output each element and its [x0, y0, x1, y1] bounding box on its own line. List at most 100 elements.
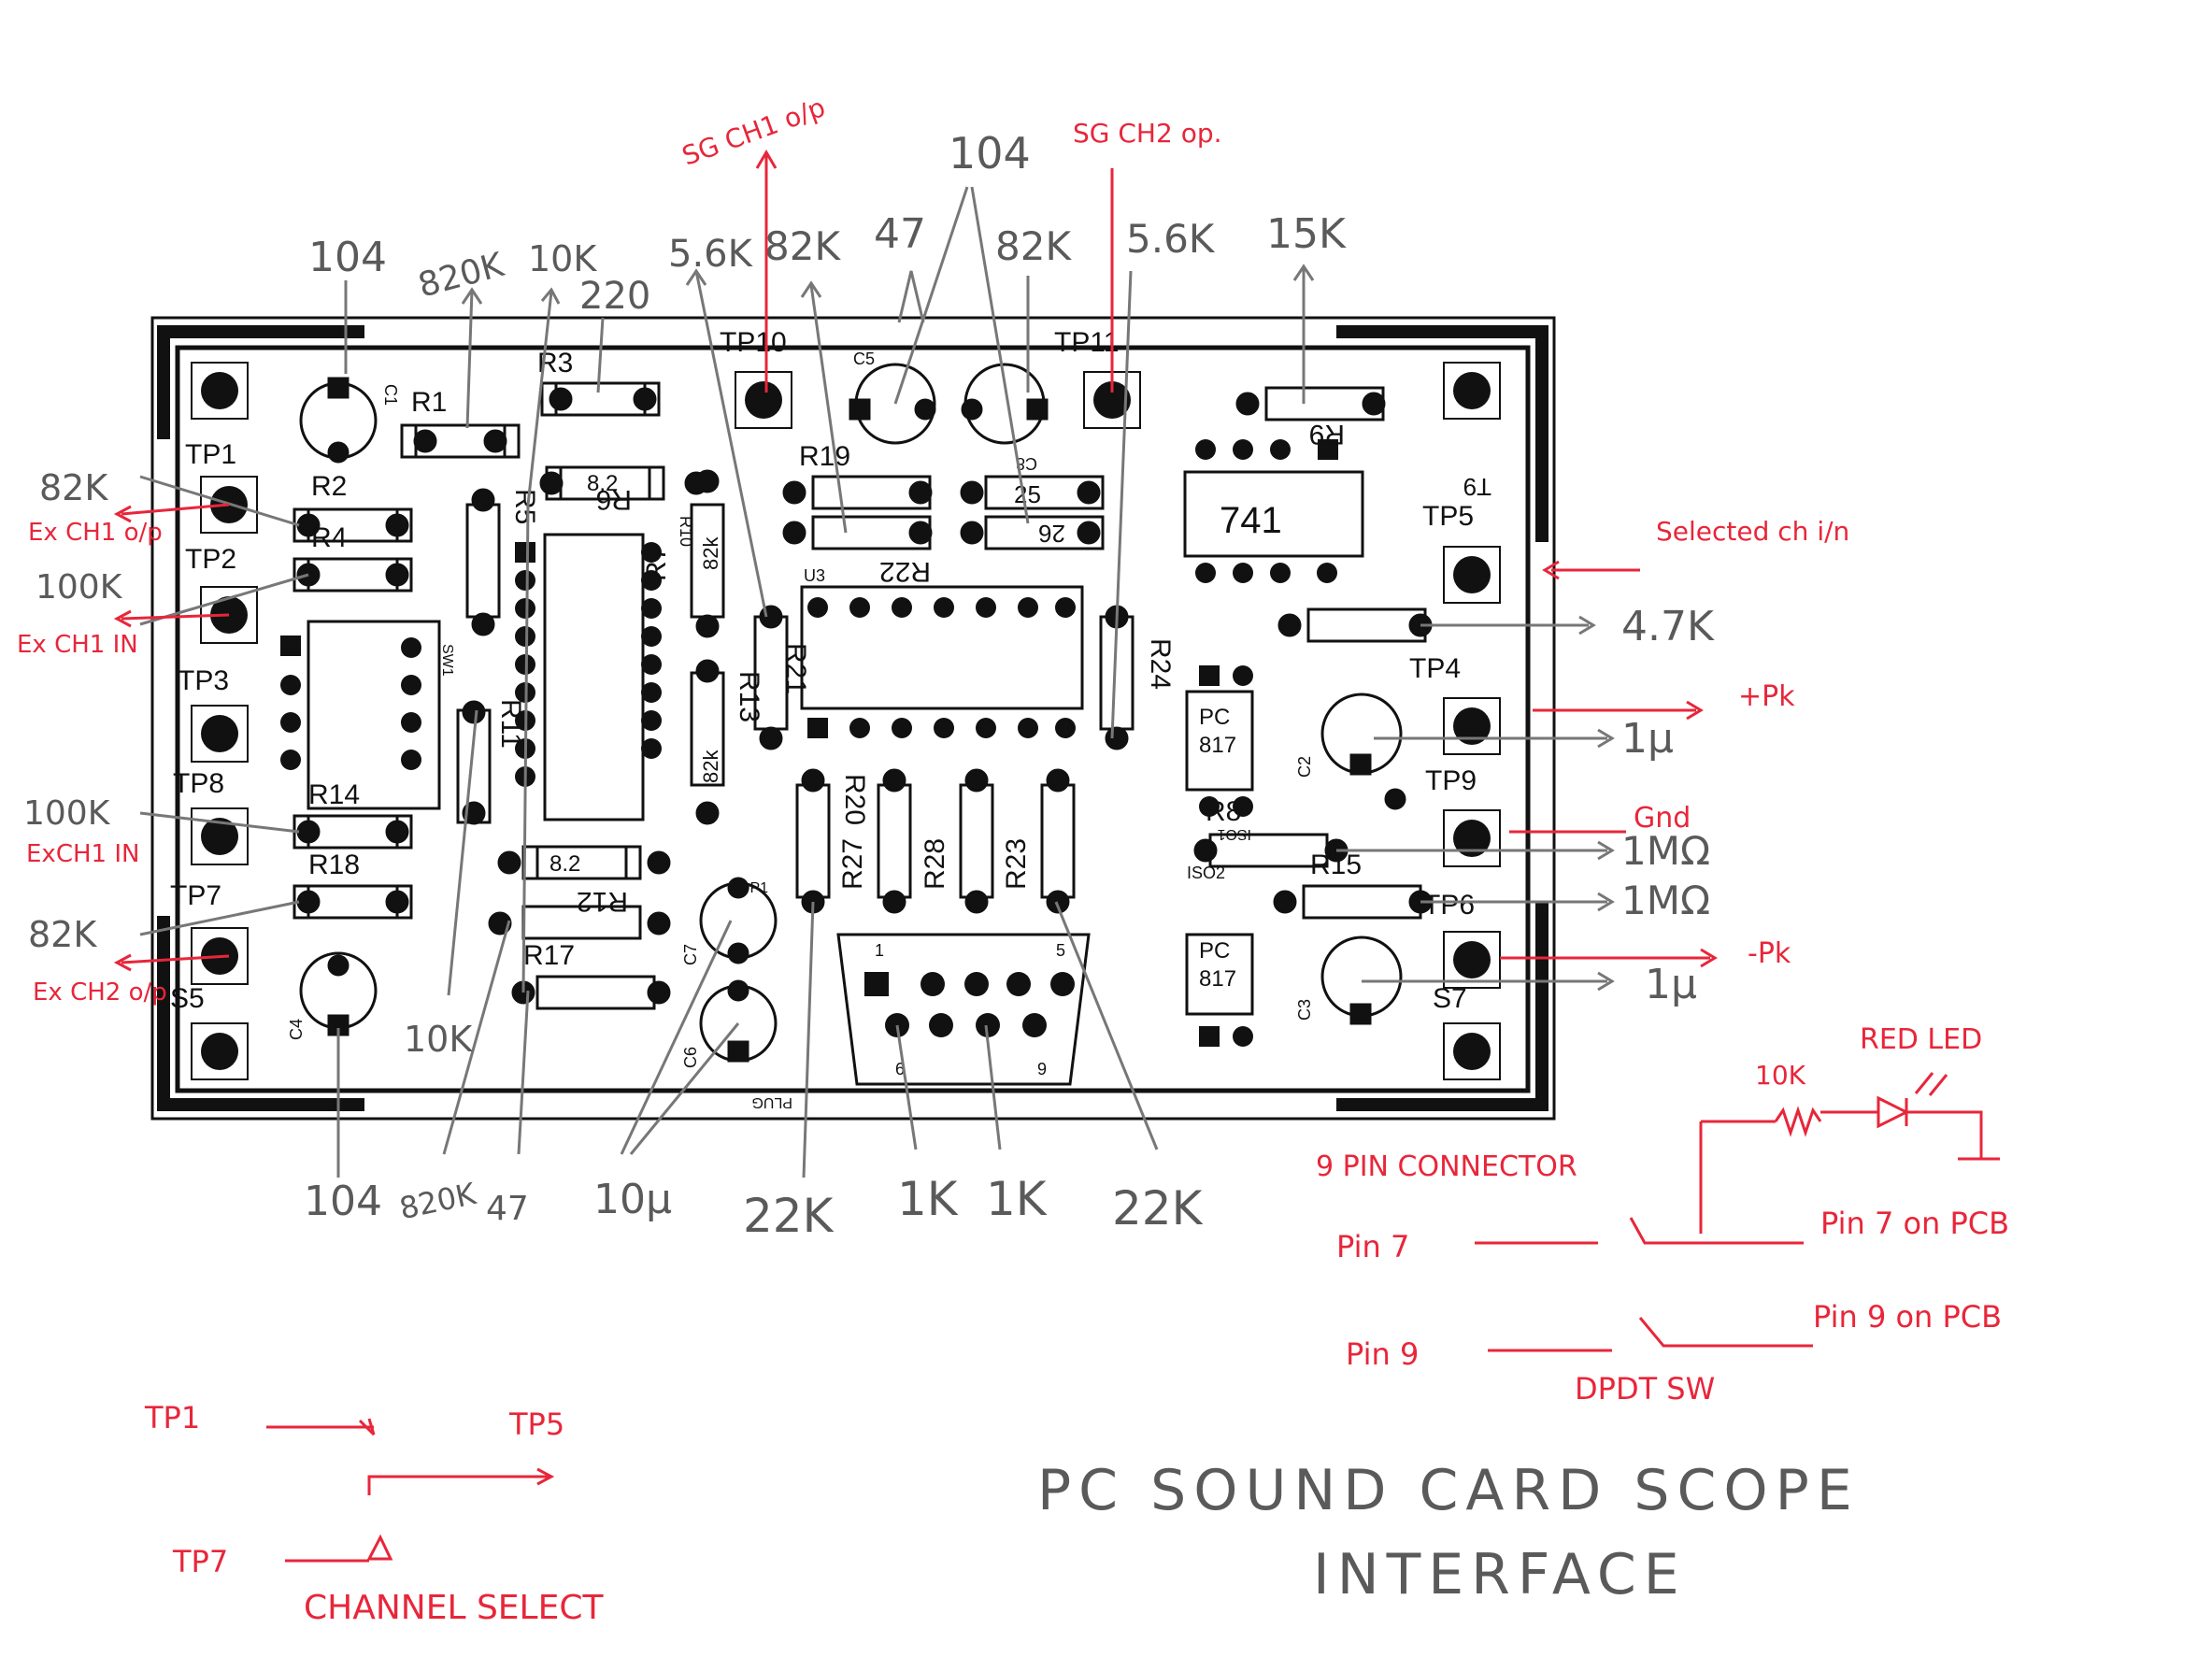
pencil-47-bottom: 47: [486, 1190, 529, 1228]
note-plus-pk: +Pk: [1738, 680, 1795, 713]
label-iso1: ISO1: [1217, 826, 1251, 842]
label-c4: C4: [287, 1019, 306, 1040]
resistor-r18: [293, 884, 413, 920]
title-line1: PC SOUND CARD SCOPE: [1037, 1458, 1860, 1523]
note-10k-led: 10K: [1755, 1060, 1806, 1091]
label-r10-value: 82k: [699, 536, 722, 570]
label-r21: R21: [780, 643, 811, 694]
note-dpdt: DPDT SW: [1575, 1371, 1715, 1407]
note-channel-select: CHANNEL SELECT: [304, 1589, 604, 1627]
capacitor-c5: [849, 363, 936, 445]
label-r24: R24: [1145, 638, 1176, 690]
capacitor-c4: [299, 951, 378, 1036]
pencil-220: 220: [579, 275, 650, 318]
capacitor-c2: [1320, 693, 1406, 810]
label-r4: R4: [311, 522, 347, 553]
note-gnd: Gnd: [1634, 802, 1691, 835]
ic-u3-dip16: [800, 585, 1084, 738]
resistor-r27: [877, 768, 912, 914]
label-dsub-pin9: 9: [1037, 1060, 1047, 1078]
pencil-values: 104 820K 10K 220 5.6K 82K 47 104 82K 5.6…: [23, 128, 1715, 1243]
label-r8-value: 8.2: [587, 471, 618, 496]
pencil-10k-mid: 10K: [404, 1019, 473, 1060]
label-c3: C3: [1295, 999, 1314, 1021]
label-tp7: TP7: [170, 880, 221, 911]
resistor-r9: [1235, 386, 1386, 421]
resistor-r21: [753, 605, 789, 750]
label-r19: R19: [799, 441, 850, 472]
label-r15: R15: [1310, 850, 1362, 880]
label-r12-value: 8.2: [549, 851, 580, 877]
note-pin7-pcb: Pin 7 on PCB: [1820, 1206, 2009, 1241]
pencil-4-7k: 4.7K: [1621, 603, 1715, 650]
resistor-r1: [400, 423, 521, 459]
pencil-leader-lines: [139, 186, 1615, 1178]
pcb-board: TP1 TP2 TP3 TP8 TP7 S5 TP10 TP11 TP5 T9 …: [150, 316, 1556, 1121]
label-r13-value: 82k: [699, 750, 722, 783]
label-r8: R8: [1206, 796, 1241, 827]
drawing-title: PC SOUND CARD SCOPE INTERFACE: [1037, 1458, 1860, 1607]
note-pin9: Pin 9: [1346, 1336, 1419, 1372]
pad-corner-bl: [191, 1022, 249, 1080]
resistor-r12: [497, 845, 671, 880]
resistor-r20h: [782, 515, 933, 550]
resistor-r15: [1277, 607, 1433, 643]
pencil-1u-a: 1μ: [1621, 715, 1674, 763]
resistor-r2: [293, 507, 413, 543]
ic-pc817-top: [1185, 665, 1254, 817]
note-ex-ch1-op: Ex CH1 o/p: [28, 519, 163, 547]
resistor-r16: [1273, 884, 1433, 920]
label-r7: R7: [641, 546, 672, 581]
pencil-15k: 15K: [1266, 210, 1347, 258]
resistors-vertical: [456, 469, 1135, 914]
inner-outline: [175, 345, 1531, 1093]
pencil-82k-right: 82K: [995, 223, 1072, 269]
note-9-pin: 9 PIN CONNECTOR: [1316, 1150, 1577, 1183]
pencil-1k-a: 1K: [897, 1172, 959, 1226]
label-tp4: TP4: [1409, 653, 1461, 684]
label-dsub-pin5: 5: [1056, 941, 1065, 960]
note-ex-ch1-in: Ex CH1 IN: [17, 631, 138, 659]
pad-tp10: [735, 371, 792, 429]
label-dsub-pin6: 6: [895, 1060, 905, 1078]
note-minus-pk: -Pk: [1748, 937, 1791, 970]
corner-bracket-br: [1336, 902, 1548, 1111]
resistor-r26: [960, 515, 1105, 550]
resistor-r11: [511, 975, 671, 1010]
resistor-r19: [782, 475, 933, 510]
label-tp3: TP3: [178, 665, 229, 696]
resistor-r13v: [456, 700, 492, 825]
label-r14: R14: [308, 779, 360, 810]
label-r18: R18: [308, 850, 360, 880]
pencil-820k-top: 820K: [414, 246, 508, 306]
capacitor-c8: [961, 363, 1049, 445]
pencil-10u-bottom: 10μ: [593, 1176, 672, 1223]
label-c2: C2: [1295, 756, 1314, 778]
note-cs-tp1: TP1: [144, 1400, 200, 1435]
ic-left-dip8: [280, 620, 441, 810]
resistor-r25: [960, 475, 1105, 510]
pad-corner-tr: [1443, 362, 1501, 420]
label-tp9: TP9: [1425, 765, 1477, 796]
pad-corner-tl: [191, 362, 249, 420]
note-ex-ch2-op: Ex CH2 o/p: [33, 978, 167, 1007]
dsub9-connector: [836, 933, 1091, 1086]
silkscreen-labels: TP1 TP2 TP3 TP8 TP7 S5 TP10 TP11 TP5 T9 …: [170, 327, 1491, 1110]
pencil-104-bottom: 104: [304, 1178, 382, 1225]
label-r17: R17: [523, 940, 575, 971]
label-r12: R12: [577, 886, 628, 917]
label-tp1: TP1: [185, 439, 236, 470]
capacitor-c6: [699, 979, 778, 1063]
pencil-82k-left: 82K: [764, 223, 841, 269]
resistor-r28: [959, 768, 994, 914]
label-tp6: TP6: [1423, 890, 1475, 921]
pencil-100k-left-top: 100K: [36, 568, 123, 607]
label-u3: U3: [804, 566, 825, 585]
pencil-1m-a: 1MΩ: [1621, 828, 1710, 874]
pencil-1k-b: 1K: [986, 1172, 1048, 1226]
pad-tp5: [1443, 546, 1501, 604]
pencil-22k-right: 22K: [1112, 1181, 1204, 1235]
label-s7: S7: [1433, 983, 1467, 1014]
